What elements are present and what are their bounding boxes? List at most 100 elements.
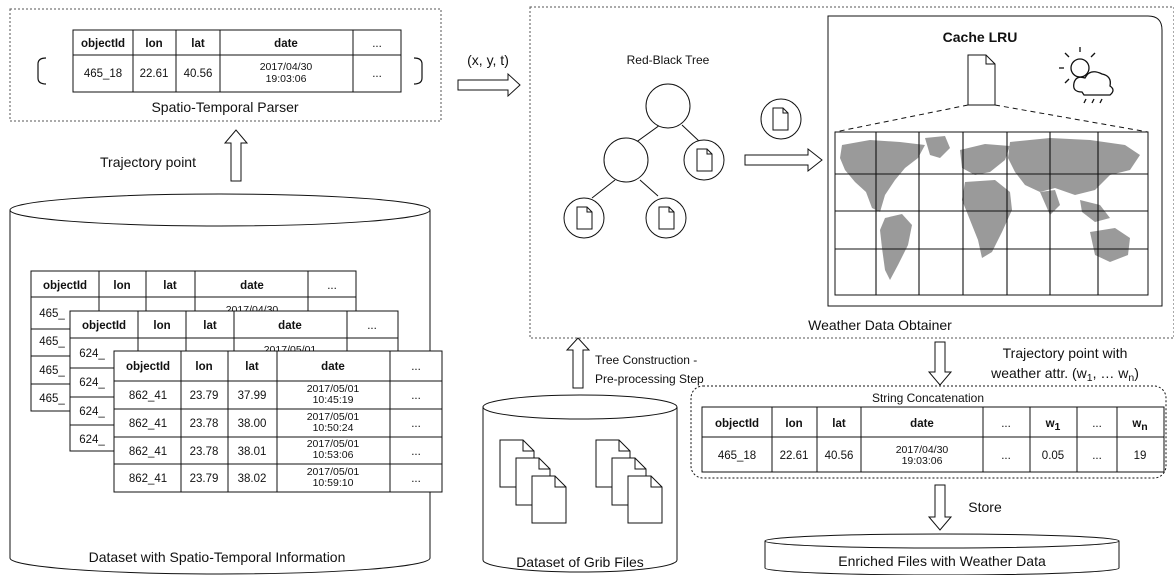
back-header-objectid: objectId — [43, 280, 87, 292]
concat-header-wn-sub: n — [1141, 421, 1147, 433]
mid-header-lat: lat — [203, 320, 217, 332]
front-cell-date: 2017/05/01 — [307, 383, 360, 395]
parser-header-lat: lat — [191, 38, 205, 50]
concat-cell-time: 19:03:06 — [902, 455, 943, 467]
file-icon — [696, 148, 713, 172]
tree-root-node — [645, 83, 691, 129]
enriched-label: Enriched Files with Weather Data — [838, 553, 1046, 569]
front-cell-date: 2017/05/01 — [307, 438, 360, 450]
front-cell-objectid: 862_41 — [129, 390, 167, 402]
obtainer-label: Weather Data Obtainer — [808, 317, 952, 333]
mid-header-more: ... — [367, 320, 377, 332]
mid-cell-id: 624_ — [79, 434, 105, 446]
parser-header-date: date — [274, 38, 298, 50]
front-header-objectid: objectId — [126, 361, 170, 373]
concat-header-w1: w1 — [1045, 418, 1061, 433]
concat-header-more: ... — [1001, 418, 1011, 430]
file-icon — [531, 475, 567, 524]
front-cell-lon: 23.79 — [190, 473, 219, 485]
concat-header-w1-sub: 1 — [1055, 421, 1061, 433]
concat-header-wn: wn — [1131, 418, 1147, 433]
mid-header-objectid: objectId — [82, 320, 126, 332]
front-cell-more: ... — [411, 418, 421, 430]
concat-cell-objectid: 465_18 — [718, 450, 756, 462]
xyt-arrow — [457, 72, 521, 98]
front-cell-time: 10:45:19 — [313, 394, 354, 406]
grib-label: Dataset of Grib Files — [516, 554, 644, 570]
red-black-tree — [563, 83, 725, 239]
front-cell-more: ... — [411, 446, 421, 458]
concat-header-wn-base: w — [1131, 418, 1141, 430]
tree-inner-node — [603, 137, 649, 183]
concat-table — [701, 406, 1165, 473]
tree-construction-arrow — [565, 337, 591, 389]
enriched-files: Enriched Files with Weather Data — [764, 533, 1120, 576]
traj-weather-label-main: weather attr. (w — [990, 365, 1088, 381]
parser-cell-date: 2017/04/30 — [260, 61, 313, 73]
front-header-lat: lat — [245, 361, 259, 373]
concat-cell-lon: 22.61 — [780, 450, 809, 462]
front-cell-lon: 23.79 — [190, 390, 219, 402]
concat-cell-w1: 0.05 — [1042, 450, 1064, 462]
concat-cell-more-2: ... — [1092, 450, 1102, 462]
front-cell-lat: 38.00 — [238, 418, 267, 430]
back-header-lon: lon — [113, 280, 130, 292]
concat-header-objectid: objectId — [715, 418, 759, 430]
front-cell-time: 10:50:24 — [313, 422, 354, 434]
parser-cell-lon: 22.61 — [140, 68, 169, 80]
dataset-label: Dataset with Spatio-Temporal Information — [89, 549, 346, 565]
concat-cell-lat: 40.56 — [825, 450, 854, 462]
mid-cell-id: 624_ — [79, 348, 105, 360]
parser-header-objectid: objectId — [81, 38, 125, 50]
parser-cell-more: ... — [372, 68, 382, 80]
obtainer-output-arrow — [927, 341, 953, 386]
front-cell-time: 10:53:06 — [313, 449, 354, 461]
front-cell-objectid: 862_41 — [129, 446, 167, 458]
back-cell-id: 465_ — [39, 365, 65, 377]
dataset-table-front: objectId lon lat date ... 862_41 23.79 3… — [113, 350, 443, 493]
traj-weather-label-1: Trajectory point with — [1003, 345, 1128, 361]
front-cell-objectid: 862_41 — [129, 473, 167, 485]
front-cell-time: 10:59:10 — [313, 477, 354, 489]
store-label: Store — [968, 499, 1002, 515]
concat-header-lat: lat — [832, 418, 846, 430]
front-cell-lat: 38.02 — [238, 473, 267, 485]
trajectory-point-arrow — [223, 129, 249, 182]
weather-icon — [1059, 47, 1114, 104]
front-cell-lon: 23.78 — [190, 446, 219, 458]
traj-weather-sub-1: 1 — [1087, 372, 1093, 384]
file-icon — [658, 206, 675, 230]
back-header-date: date — [240, 280, 264, 292]
front-cell-more: ... — [411, 390, 421, 402]
tree-label: Red-Black Tree — [627, 53, 710, 67]
traj-weather-label-2: weather attr. (w1, … wn) — [990, 365, 1139, 384]
front-cell-more: ... — [411, 473, 421, 485]
front-header-more: ... — [411, 361, 421, 373]
concat-header-date: date — [910, 418, 934, 430]
store-arrow — [927, 484, 953, 531]
tree-construction-label-2: Pre-processing Step — [595, 372, 704, 386]
cache-zoom-lines — [834, 104, 1149, 133]
mid-header-date: date — [278, 320, 302, 332]
parser-cell-time: 19:03:06 — [266, 73, 307, 85]
concat-header-lon: lon — [785, 418, 802, 430]
spatio-temporal-parser: objectId lon lat date ... 465_18 22.61 4… — [9, 8, 442, 122]
file-icon — [967, 54, 996, 106]
grib-dataset: Dataset of Grib Files — [482, 394, 678, 573]
cache-label: Cache LRU — [943, 29, 1018, 45]
parser-label: Spatio-Temporal Parser — [151, 99, 298, 115]
parser-table — [72, 29, 402, 93]
file-icon — [627, 475, 663, 524]
front-header-lon: lon — [195, 361, 212, 373]
tree-to-cache-arrow — [744, 147, 823, 173]
back-cell-id: 465_ — [39, 308, 65, 320]
right-bracket — [413, 57, 423, 85]
back-cell-id: 465_ — [39, 336, 65, 348]
spatio-temporal-dataset: Dataset with Spatio-Temporal Information… — [9, 193, 443, 575]
left-bracket — [37, 57, 47, 85]
trajectory-point-label: Trajectory point — [100, 154, 196, 170]
file-icon — [772, 107, 789, 131]
concat-cell-wn: 19 — [1134, 450, 1147, 462]
xyt-label: (x, y, t) — [467, 52, 509, 68]
